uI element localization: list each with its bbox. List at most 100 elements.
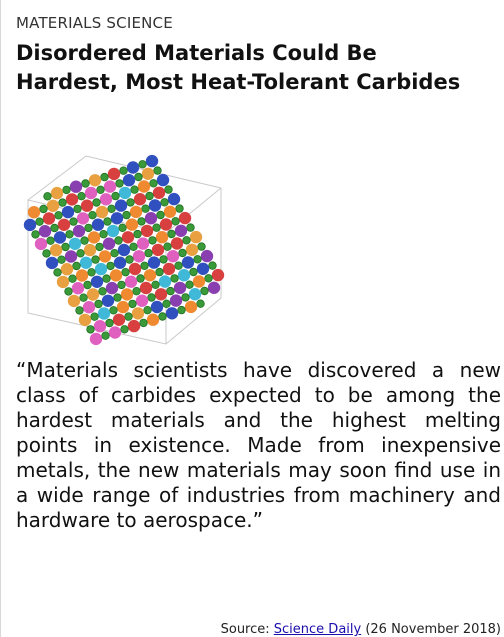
metal-atom	[184, 300, 198, 314]
carbon-atom	[196, 299, 205, 308]
carbon-atom	[186, 223, 195, 232]
metal-atom	[129, 205, 143, 219]
carbon-atom	[140, 261, 149, 270]
section-label: MATERIALS SCIENCE	[16, 14, 173, 32]
carbon-atom	[117, 280, 126, 290]
metal-atom	[95, 205, 109, 219]
source-link[interactable]: Science Daily	[273, 622, 362, 637]
metal-atom	[189, 230, 203, 244]
carbon-atom	[174, 261, 183, 270]
metal-atom	[185, 243, 199, 256]
carbon-atom	[86, 325, 95, 334]
metal-atom	[65, 193, 79, 206]
carbon-atom	[200, 286, 209, 296]
carbon-atom	[103, 217, 112, 226]
metal-atom	[107, 167, 121, 181]
carbon-atom	[130, 185, 139, 194]
carbon-atom	[109, 306, 118, 315]
carbon-atom	[189, 267, 198, 277]
metal-atom	[34, 237, 48, 251]
carbon-atom	[110, 248, 119, 258]
carbon-atom	[164, 185, 173, 194]
carbon-atom	[132, 286, 141, 296]
metal-atom	[132, 250, 146, 263]
metal-atom	[112, 313, 126, 326]
article-quote: “Materials scientists have discovered a …	[16, 358, 501, 532]
metal-atom	[105, 281, 119, 295]
metal-atom	[83, 243, 97, 257]
carbon-atom	[101, 331, 110, 340]
metal-atom	[50, 186, 64, 200]
carbon-atom	[133, 229, 142, 239]
carbon-atom	[177, 305, 186, 315]
carbon-atom	[137, 217, 146, 226]
carbon-atom	[65, 230, 74, 239]
metal-atom	[75, 269, 89, 282]
metal-atom	[61, 205, 75, 219]
carbon-atom	[39, 204, 48, 214]
metal-atom	[127, 319, 141, 333]
carbon-atom	[105, 318, 114, 328]
metal-atom	[101, 294, 115, 307]
metal-atom	[113, 256, 127, 269]
metal-atom	[155, 231, 169, 244]
carbon-atom	[75, 306, 84, 315]
metal-atom	[108, 326, 122, 339]
carbon-atom	[167, 229, 176, 239]
carbon-atom	[96, 185, 105, 194]
carbon-atom	[106, 261, 115, 271]
carbon-atom	[124, 312, 133, 321]
carbon-atom	[175, 204, 184, 213]
carbon-atom	[46, 236, 55, 245]
metal-atom	[166, 250, 180, 263]
metal-atom	[154, 288, 168, 301]
carbon-atom	[35, 217, 44, 226]
carbon-atom	[145, 191, 154, 201]
metal-atom	[109, 269, 123, 282]
metal-atom	[126, 161, 140, 174]
metal-atom	[170, 237, 184, 250]
carbon-atom	[115, 179, 124, 188]
metal-atom	[118, 186, 132, 200]
metal-atom	[91, 218, 105, 231]
source-date: (26 November 2018)	[361, 622, 501, 637]
metal-atom	[196, 262, 210, 275]
metal-atom	[93, 320, 107, 333]
metal-atom	[181, 256, 195, 269]
metal-atom	[23, 218, 37, 232]
metal-atom	[49, 244, 63, 257]
carbon-atom	[125, 255, 134, 264]
metal-atom	[79, 256, 93, 269]
carbon-atom	[185, 280, 194, 289]
carbon-atom	[81, 179, 90, 188]
carbon-atom	[76, 249, 85, 258]
metal-atom	[162, 262, 176, 276]
metal-atom	[60, 263, 74, 276]
metal-atom	[207, 281, 221, 294]
metal-atom	[78, 313, 92, 327]
source-prefix: Source:	[220, 622, 274, 637]
metal-atom	[103, 180, 117, 193]
metal-atom	[89, 332, 103, 346]
metal-atom	[174, 224, 188, 237]
carbon-atom	[72, 261, 81, 271]
metal-atom	[148, 199, 162, 212]
carbon-atom	[144, 248, 153, 258]
metal-atom	[69, 180, 83, 193]
carbon-atom	[126, 198, 135, 207]
metal-atom	[72, 224, 86, 238]
carbon-atom	[119, 166, 128, 175]
carbon-atom	[121, 267, 130, 277]
metal-atom	[82, 301, 96, 314]
metal-atom	[169, 294, 183, 307]
metal-atom	[56, 275, 70, 289]
metal-atom	[120, 288, 134, 301]
crystal-lattice-icon	[23, 154, 225, 346]
carbon-atom	[136, 274, 145, 283]
metal-atom	[71, 282, 85, 295]
metal-atom	[135, 294, 149, 307]
metal-atom	[102, 237, 116, 250]
metal-atom	[152, 186, 166, 199]
metal-atom	[88, 174, 102, 187]
carbon-atom	[102, 274, 111, 283]
